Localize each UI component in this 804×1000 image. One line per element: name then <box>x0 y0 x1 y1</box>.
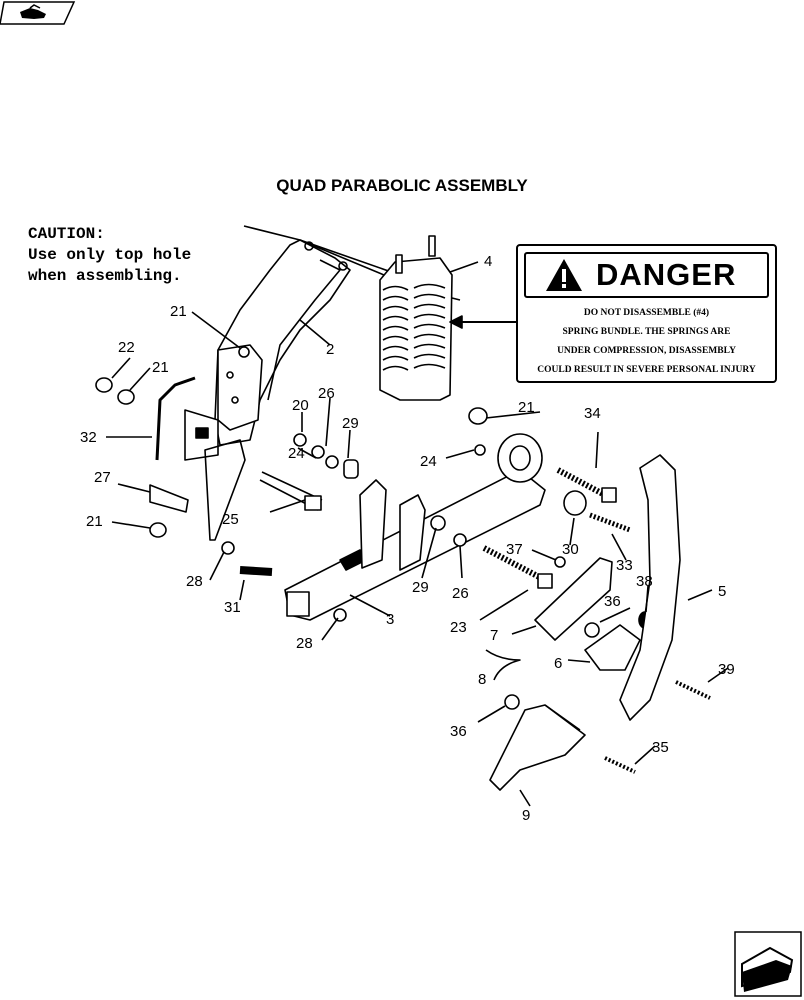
diagram-title: QUAD PARABOLIC ASSEMBLY <box>276 176 528 195</box>
callout-number: 31 <box>224 599 241 616</box>
point-9 <box>489 704 586 791</box>
callout-number: 29 <box>342 415 359 432</box>
mount-bracket <box>217 344 263 431</box>
callout-number: 21 <box>152 359 169 376</box>
callout-number: 27 <box>94 469 111 486</box>
callout-number: 26 <box>452 585 469 602</box>
danger-line: COULD RESULT IN SEVERE PERSONAL INJURY <box>537 365 756 375</box>
callout-number: 20 <box>292 397 309 414</box>
callout-number: 33 <box>616 557 633 574</box>
callout-number: 3 <box>386 611 394 628</box>
callout-number: 38 <box>636 573 653 590</box>
callout-number: 29 <box>412 579 429 596</box>
caution-line-2: when assembling. <box>28 267 182 285</box>
danger-header: DANGER <box>524 252 769 298</box>
callout-number: 6 <box>554 655 562 672</box>
danger-decal: DANGER DO NOT DISASSEMBLE (#4) SPRING BU… <box>516 244 777 383</box>
callout-number: 8 <box>478 671 486 688</box>
callout-number: 25 <box>222 511 239 528</box>
danger-line: SPRING BUNDLE. THE SPRINGS ARE <box>562 327 731 337</box>
danger-line: UNDER COMPRESSION, DISASSEMBLY <box>557 346 736 356</box>
danger-message: DO NOT DISASSEMBLE (#4) SPRING BUNDLE. T… <box>522 304 771 380</box>
callout-number: 36 <box>604 593 621 610</box>
callout-number: 36 <box>450 723 467 740</box>
callout-number: 22 <box>118 339 135 356</box>
callout-number: 9 <box>522 807 530 824</box>
callout-number: 2 <box>326 341 334 358</box>
callout-number: 4 <box>484 253 492 270</box>
caution-line-1: Use only top hole <box>28 246 192 264</box>
warning-triangle-icon <box>546 259 582 291</box>
callout-number: 39 <box>718 661 735 678</box>
caution-note: CAUTION: Use only top hole when assembli… <box>28 224 191 287</box>
callout-number: 21 <box>518 399 535 416</box>
next-page-button[interactable] <box>734 931 802 997</box>
callout-number: 32 <box>80 429 97 446</box>
callout-number: 28 <box>296 635 313 652</box>
hand-pointing-icon <box>20 4 46 19</box>
danger-line: DO NOT DISASSEMBLE (#4) <box>583 308 710 318</box>
shank-5 <box>619 454 681 721</box>
callout-number: 21 <box>170 303 187 320</box>
caution-heading: CAUTION: <box>28 225 105 243</box>
danger-heading: DANGER <box>596 257 737 292</box>
callout-number: 34 <box>584 405 601 422</box>
callout-number: 30 <box>562 541 579 558</box>
page-turn-arrow-icon <box>741 946 794 992</box>
callout-number: 7 <box>490 627 498 644</box>
callout-number: 28 <box>186 573 203 590</box>
callout-number: 24 <box>288 445 305 462</box>
callout-number: 26 <box>318 385 335 402</box>
callout-number: 24 <box>420 453 437 470</box>
callout-number: 21 <box>86 513 103 530</box>
prev-page-button[interactable] <box>0 1 76 25</box>
callout-number: 35 <box>652 739 669 756</box>
exploded-view-drawing <box>95 225 729 807</box>
callout-number: 37 <box>506 541 523 558</box>
callout-number: 23 <box>450 619 467 636</box>
spring-bundle-4 <box>379 235 453 401</box>
callout-number: 5 <box>718 583 726 600</box>
